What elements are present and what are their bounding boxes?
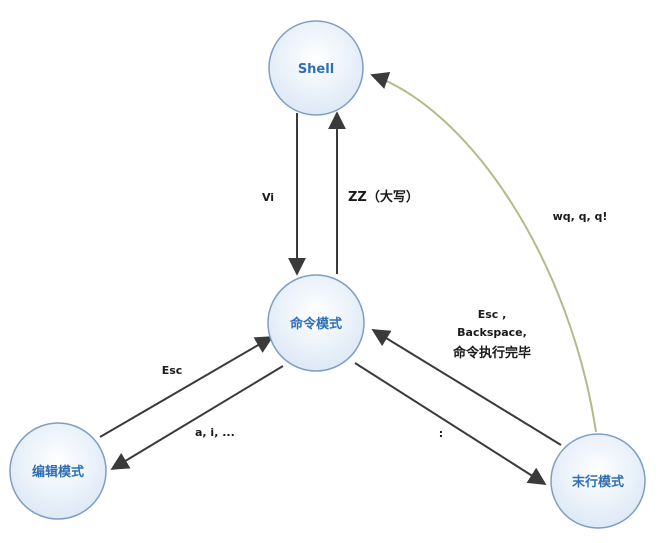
edge-last-line-to-shell xyxy=(370,71,597,433)
node-command-mode-label: 命令模式 xyxy=(289,316,342,332)
edge-edit-to-command xyxy=(99,336,274,438)
label-a-i: a, i, ... xyxy=(195,426,235,439)
label-colon: : xyxy=(439,427,443,440)
edge-command-to-edit xyxy=(110,365,284,470)
label-wq: wq, q, q! xyxy=(553,210,608,223)
label-esc-last-line: Esc , xyxy=(478,308,507,321)
label-vi: Vi xyxy=(262,191,274,204)
node-edit-mode-label: 编辑模式 xyxy=(32,464,84,480)
label-esc-edit: Esc xyxy=(162,364,183,377)
node-command-mode: 命令模式 xyxy=(267,274,365,372)
node-last-line-mode: 末行模式 xyxy=(550,433,646,529)
node-edit-mode: 编辑模式 xyxy=(9,422,107,520)
edge-last-line-to-command xyxy=(371,329,562,446)
label-command-done: 命令执行完毕 xyxy=(452,345,531,361)
node-last-line-mode-label: 末行模式 xyxy=(571,474,624,490)
edge-command-to-last-line xyxy=(354,362,547,485)
label-backspace: Backspace, xyxy=(457,326,527,339)
node-shell-label: Shell xyxy=(298,62,334,77)
label-zz: ZZ（大写） xyxy=(348,189,419,205)
node-shell: Shell xyxy=(268,20,364,116)
